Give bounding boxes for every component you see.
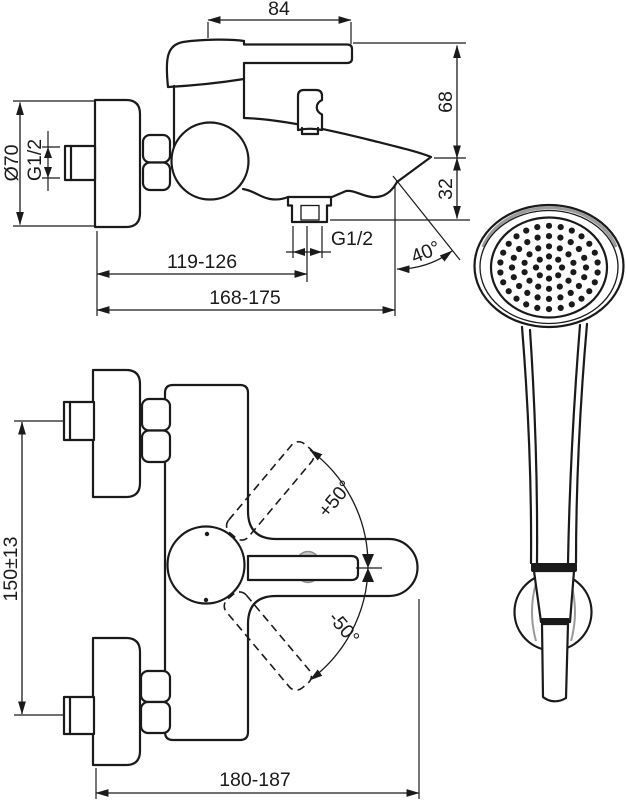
handle-in-holder (532, 569, 576, 624)
shower-head-rim (479, 209, 619, 325)
hose-nut-band (541, 618, 569, 624)
dimG12-outlet-arrow-right (310, 248, 322, 256)
dim-overall-width: 180-187 (219, 769, 291, 791)
handle-outer-right (574, 322, 589, 565)
dim-height-to-spout: 68 (435, 91, 457, 113)
dim84-extensions (207, 22, 352, 44)
lever-position-down (223, 591, 313, 691)
spout-tip-cut (395, 155, 433, 184)
lever-tip-arrow-up (362, 568, 374, 582)
handle-end-band (531, 563, 577, 572)
handle-outer-left (520, 325, 533, 565)
dimG12-left-lines (42, 131, 60, 191)
hex-nut-lower (141, 161, 172, 192)
hand-shower (473, 203, 625, 703)
screw-dot-top (204, 531, 210, 537)
dim-swing-down: -50° (324, 607, 364, 649)
diverter-knob (296, 88, 324, 132)
cartridge-circle (170, 121, 250, 201)
lever-cap-outline (165, 38, 246, 89)
dim-wall-to-spout: 168-175 (209, 287, 281, 309)
hex-nut-bottom-upper (139, 669, 172, 704)
spout-top-edge (242, 116, 433, 159)
wall-flange-top (91, 368, 142, 499)
inlet-pipe-top (62, 400, 96, 442)
dim-spout-drop: 32 (435, 178, 457, 200)
screw-dot-bottom (203, 597, 209, 603)
inlet-pipe (63, 144, 97, 182)
dim-spout-angle: 40° (408, 237, 444, 268)
diverter-knob-base (300, 126, 320, 136)
wall-flange (93, 98, 142, 229)
dimG12-left-arrow-up (44, 147, 52, 158)
spout-bottom-edge (329, 180, 399, 199)
dimG12-outlet-lines (286, 226, 331, 258)
inlet-pipe-bottom (62, 695, 96, 736)
lever-bar-outline (242, 39, 354, 81)
side-view-mixer: 84 68 32 Ø70 G1/2 119-126 168-175 G1/2 4… (1, 0, 470, 316)
mixer-body-fill (174, 79, 431, 200)
front-view-mixer: +50° -50° 150±13 180-187 (0, 368, 420, 799)
hex-nut-bottom-lower (139, 700, 172, 735)
lever-cap-bottom (166, 77, 246, 89)
hose-outlet (286, 195, 333, 224)
dim-inlet-spacing: 150±13 (0, 537, 22, 602)
label-outlet-thread: G1/2 (331, 228, 373, 250)
body-bottom-edge (241, 187, 290, 201)
dim-swing-up: +50° (314, 476, 357, 521)
label-inlet-thread: G1/2 (24, 139, 46, 181)
lever-bar-front (246, 554, 360, 582)
handle-inner-left (528, 328, 539, 565)
lever-cap-fill (166, 39, 244, 87)
dim70-extensions (13, 100, 94, 227)
dim-wall-to-outlet: 119-126 (167, 251, 237, 273)
spout-angle-ray (392, 175, 461, 261)
hex-nut-top-lower (140, 429, 172, 464)
spout-angle-arc (396, 250, 453, 274)
nozzle-dots (497, 222, 601, 313)
wall-flange-bottom (91, 636, 142, 767)
hose-connector (540, 622, 570, 703)
hex-nut-top-upper (140, 397, 172, 432)
cartridge-circle-front (166, 525, 246, 605)
lever-bar-fill (244, 44, 352, 63)
lever-position-up (225, 440, 315, 541)
dim-escutcheon-diameter: Ø70 (1, 144, 23, 181)
hex-nut-upper (141, 133, 172, 164)
handle-inner-right (566, 323, 582, 565)
shower-head-rim-shade (481, 206, 618, 248)
lever-tip-arrow-down (362, 554, 374, 568)
dim-lever-length: 84 (268, 0, 290, 20)
dim150-extensions (14, 420, 64, 716)
dimG12-left-arrow-down (44, 167, 52, 178)
hose-outlet-inner (300, 204, 320, 221)
dimG12-outlet-arrow-left (293, 248, 305, 256)
